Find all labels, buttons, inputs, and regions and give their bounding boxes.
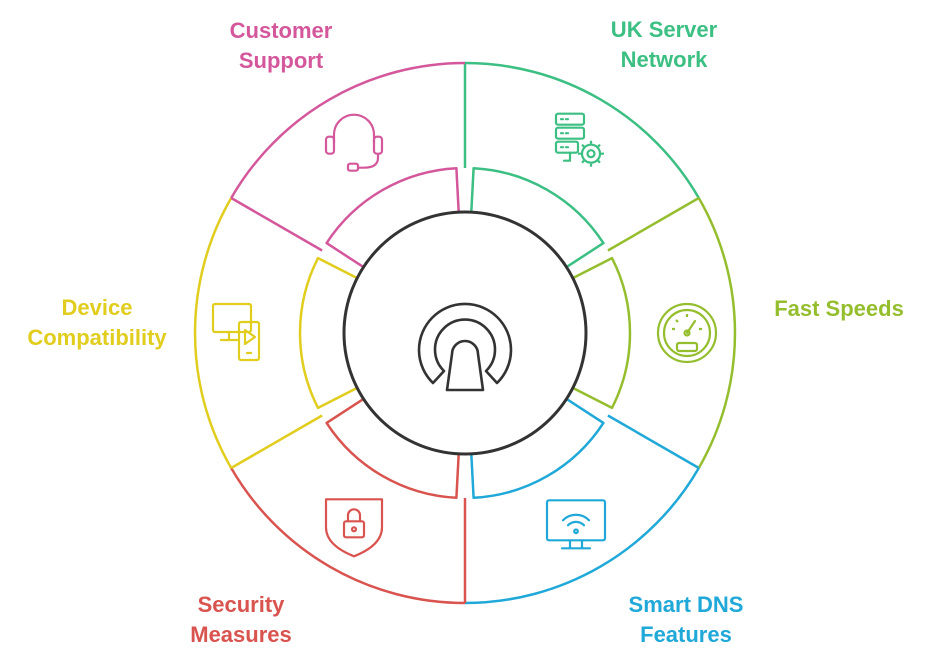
label-line: Features [640, 622, 732, 647]
speedometer-icon [656, 302, 718, 364]
segment-outer-arc [193, 197, 233, 469]
segment-outer-arc [697, 197, 737, 469]
label-line: Support [238, 48, 324, 73]
label-line: Customer [229, 18, 333, 43]
segment-outer-arc [464, 61, 700, 199]
label-security-measures: Security Measures [190, 590, 292, 650]
center-hub [342, 210, 588, 456]
label-fast-speeds: Fast Speeds [774, 294, 904, 324]
label-line: Compatibility [27, 325, 167, 350]
shield-lock-icon [324, 498, 384, 558]
label-line: Measures [190, 622, 292, 647]
label-smart-dns-features: Smart DNS Features [629, 590, 744, 650]
segment-outer-arc [230, 61, 466, 199]
label-line: Smart DNS [628, 592, 744, 617]
label-uk-server-network: UK Server Network [611, 15, 717, 75]
segment-divider [607, 196, 700, 252]
keyhole-icon [417, 302, 513, 392]
segment-outer-arc [230, 467, 466, 605]
segment-divider [230, 196, 323, 252]
wifi-monitor-icon [545, 499, 607, 550]
label-line: UK Server [610, 17, 718, 42]
label-line: Network [620, 47, 708, 72]
label-line: Device [61, 295, 133, 320]
server-gear-icon [554, 112, 604, 167]
label-customer-support: Customer Support [230, 16, 333, 76]
segment-divider [607, 414, 700, 470]
label-line: Security [197, 592, 285, 617]
label-line: Fast Speeds [774, 296, 904, 321]
headset-icon [324, 113, 384, 172]
devices-icon [211, 302, 261, 362]
segment-divider [230, 414, 323, 470]
label-device-compatibility: Device Compatibility [27, 293, 166, 353]
segment-outer-arc [464, 467, 700, 605]
